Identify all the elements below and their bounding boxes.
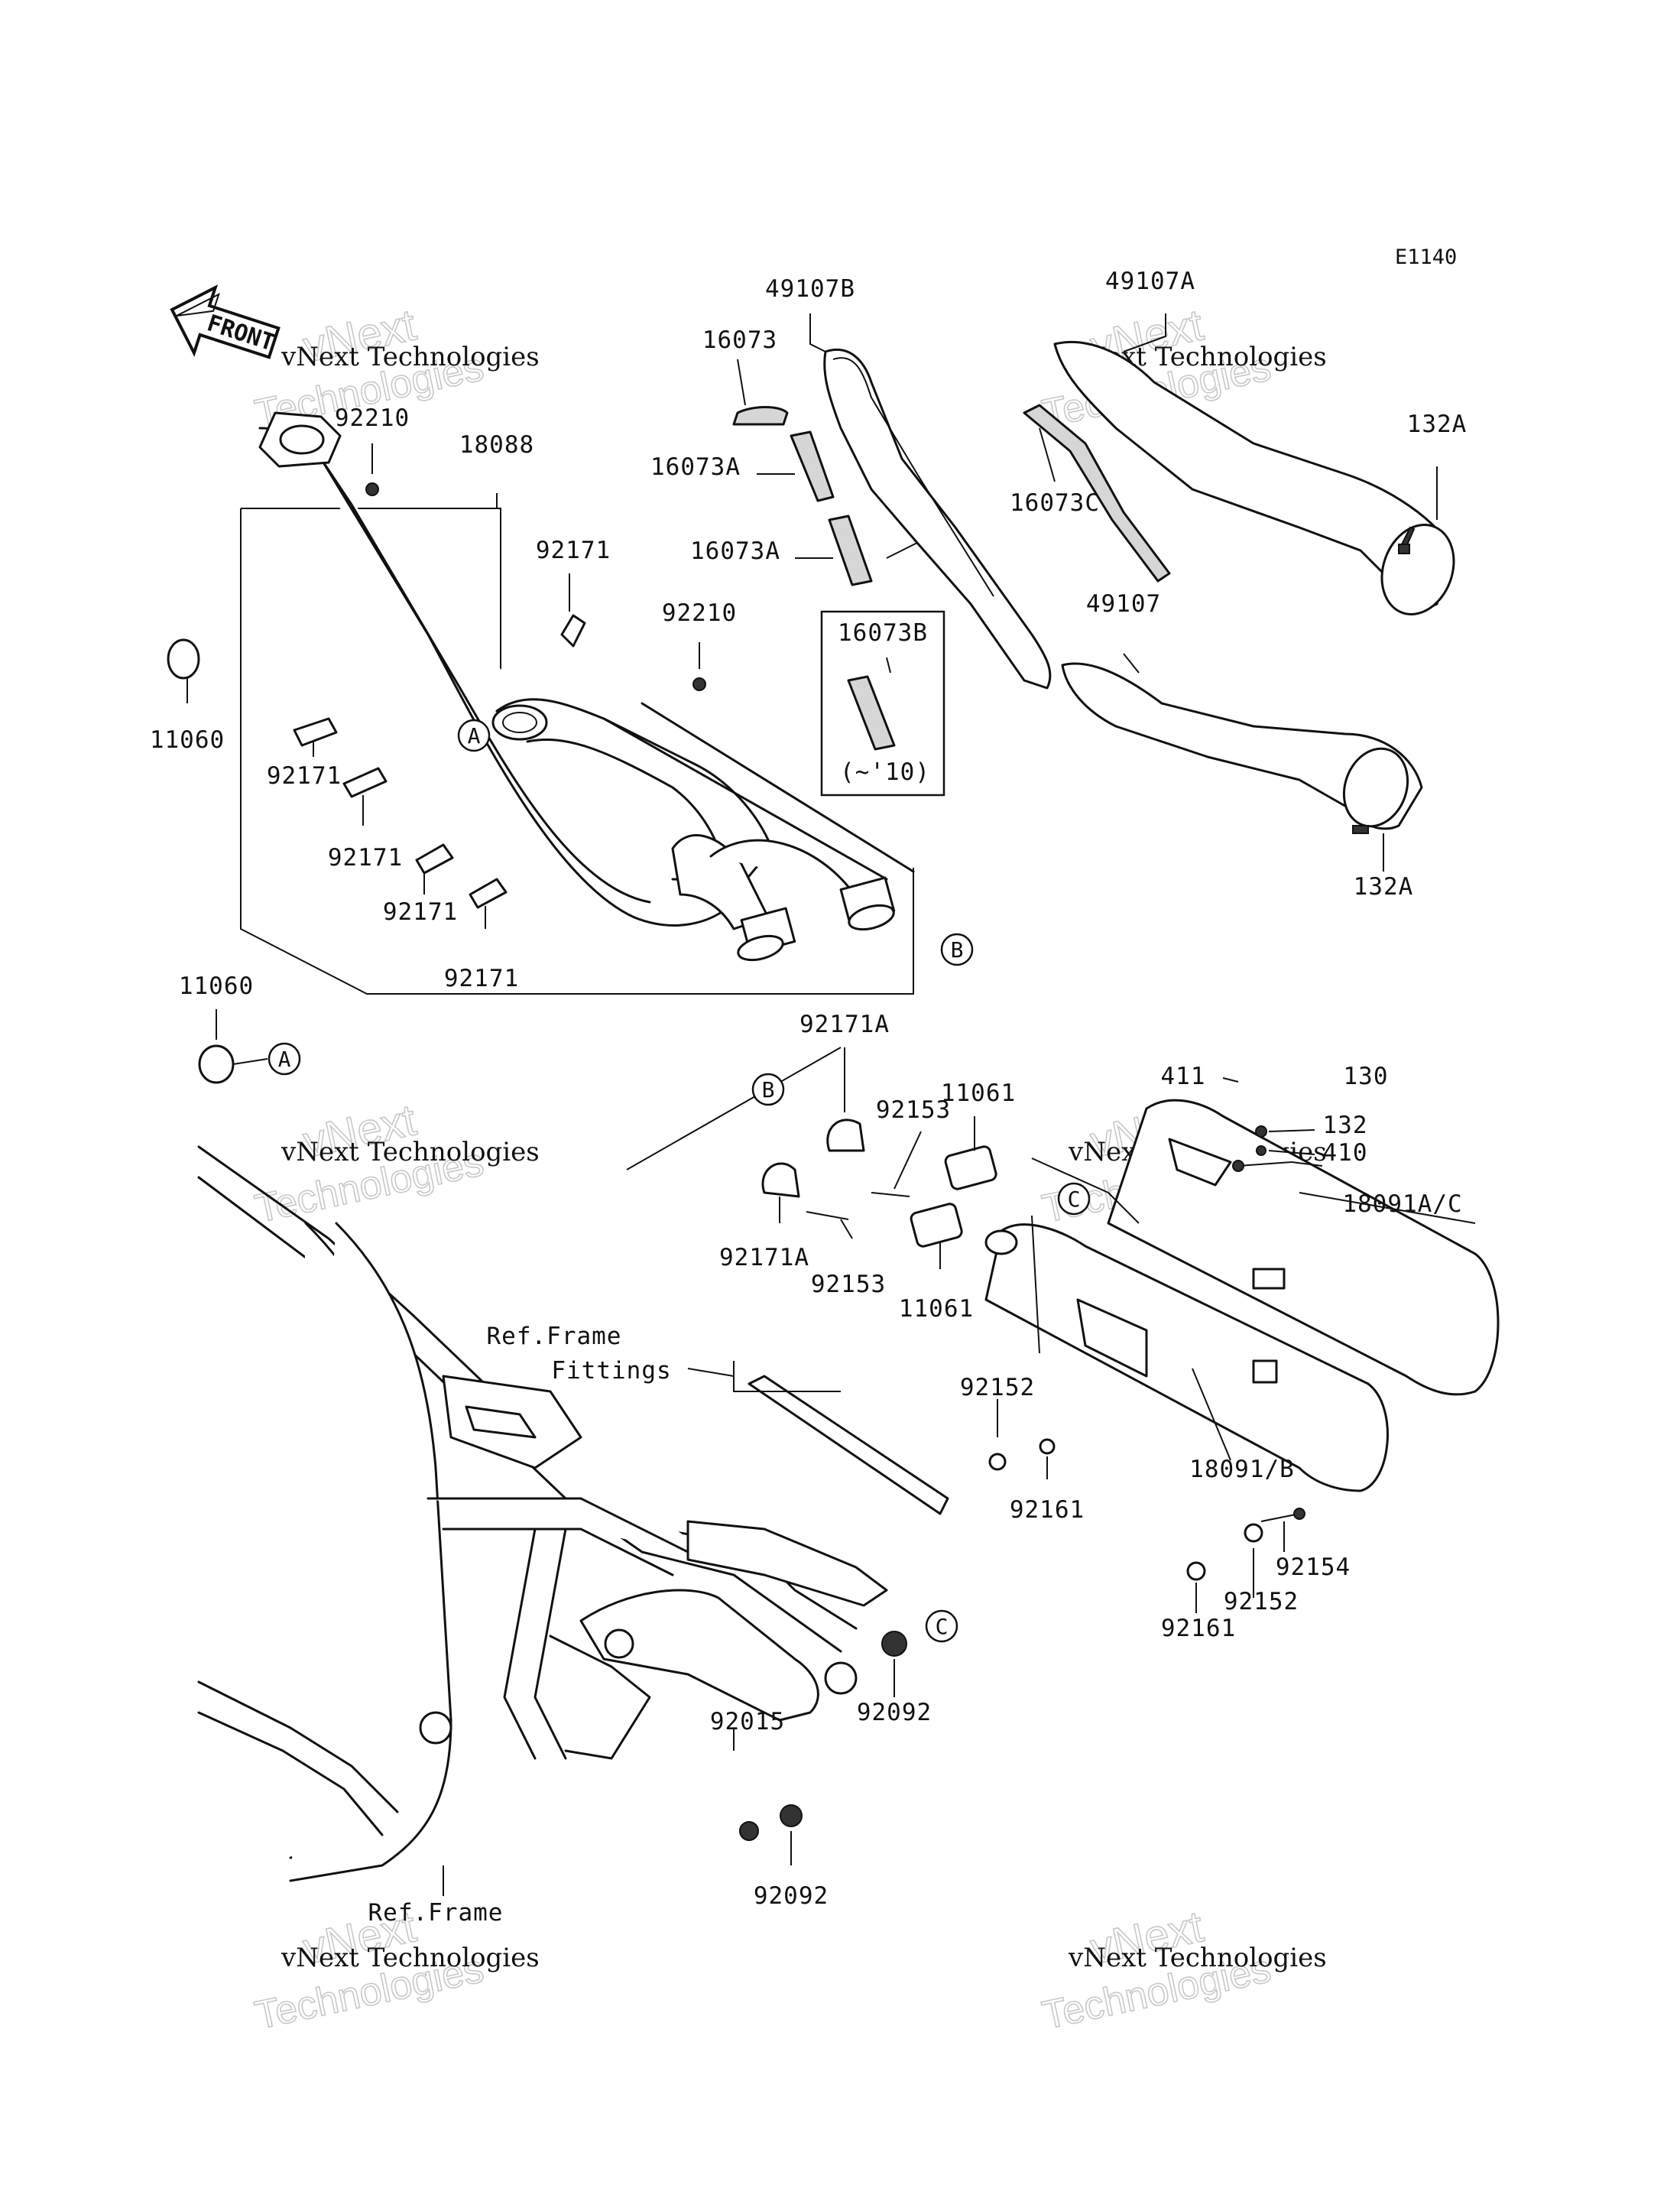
watermark-company: vNext Technologies <box>281 342 540 372</box>
callout-a: A <box>268 1042 301 1076</box>
callouts: A A B B C C <box>268 719 1091 1643</box>
svg-text:C: C <box>936 1614 949 1639</box>
part-label: 92171 <box>383 898 458 926</box>
clamps-and-gaskets <box>167 482 997 1248</box>
part-label: (~'10) <box>840 758 930 786</box>
part-label: 92153 <box>876 1096 951 1124</box>
svg-text:B: B <box>951 937 964 963</box>
part-label: 92092 <box>857 1699 932 1726</box>
part-label: 16073B <box>838 619 928 647</box>
part-label: 92154 <box>1276 1554 1351 1581</box>
part-label: 92171 <box>444 965 519 992</box>
part-label: 16073C <box>1010 489 1100 517</box>
svg-text:A: A <box>278 1047 291 1072</box>
reference-label: Fittings <box>551 1357 671 1385</box>
part-label: 92171A <box>799 1011 890 1038</box>
callout-b: B <box>751 1073 785 1106</box>
watermark-company: vNext Technologies <box>1068 1943 1327 1973</box>
part-label: 11061 <box>941 1080 1016 1107</box>
part-label: 92015 <box>710 1708 785 1735</box>
callout-b: B <box>940 933 974 966</box>
part-label: 18088 <box>459 431 534 459</box>
part-label: 132 <box>1323 1112 1368 1139</box>
part-label: 11060 <box>179 972 254 1000</box>
part-label: 92171 <box>328 844 403 872</box>
part-label: 16073A <box>650 453 741 481</box>
svg-text:C: C <box>1068 1187 1081 1212</box>
diagram-code: E1140 <box>1395 245 1457 269</box>
frame <box>197 1145 1305 1882</box>
part-label: 132A <box>1407 411 1468 438</box>
part-label: 92171A <box>719 1244 809 1271</box>
heat-shields <box>732 340 1455 834</box>
part-label: 49107A <box>1105 268 1195 295</box>
svg-text:B: B <box>762 1077 775 1102</box>
mufflers <box>984 1099 1500 1492</box>
leader-lines <box>186 313 1476 1896</box>
part-label: 49107 <box>1086 590 1161 618</box>
callout-a: A <box>457 719 491 752</box>
part-label: 92171 <box>536 537 611 564</box>
part-label: 92161 <box>1010 1496 1085 1524</box>
part-label: 92152 <box>960 1374 1035 1401</box>
part-label: 18091A/C <box>1342 1190 1462 1218</box>
part-label: 92153 <box>811 1271 886 1298</box>
front-direction-arrow-icon: FRONT <box>170 284 281 359</box>
part-label: 11061 <box>899 1295 974 1323</box>
reference-label: Ref.Frame <box>368 1899 504 1927</box>
part-labels: 49107B 49107A 16073 16073A 16073A 16073B… <box>150 268 1468 1927</box>
part-label: 92210 <box>335 404 410 432</box>
part-label: 132A <box>1354 873 1414 901</box>
exhaust-pipe-assembly <box>240 411 915 995</box>
reference-label: Ref.Frame <box>487 1323 622 1350</box>
part-label: 410 <box>1323 1139 1368 1167</box>
part-label: 16073A <box>690 537 780 565</box>
watermark-company: vNext Technologies <box>281 1137 540 1167</box>
callout-c: C <box>925 1609 958 1643</box>
part-label: 92171 <box>267 762 342 790</box>
svg-text:A: A <box>468 723 481 748</box>
callout-c: C <box>1057 1182 1091 1216</box>
part-label: 130 <box>1344 1063 1389 1090</box>
part-label: 411 <box>1161 1063 1206 1090</box>
watermark-company: vNext Technologies <box>281 1943 540 1973</box>
part-label: 92092 <box>754 1882 829 1910</box>
part-label: 92161 <box>1161 1615 1236 1642</box>
part-label: 92152 <box>1224 1588 1299 1615</box>
part-label: 11060 <box>150 726 225 754</box>
part-label: 49107B <box>765 275 855 303</box>
part-label: 18091/B <box>1189 1456 1295 1483</box>
part-label: 92210 <box>662 599 737 627</box>
part-label: 16073 <box>702 326 777 354</box>
